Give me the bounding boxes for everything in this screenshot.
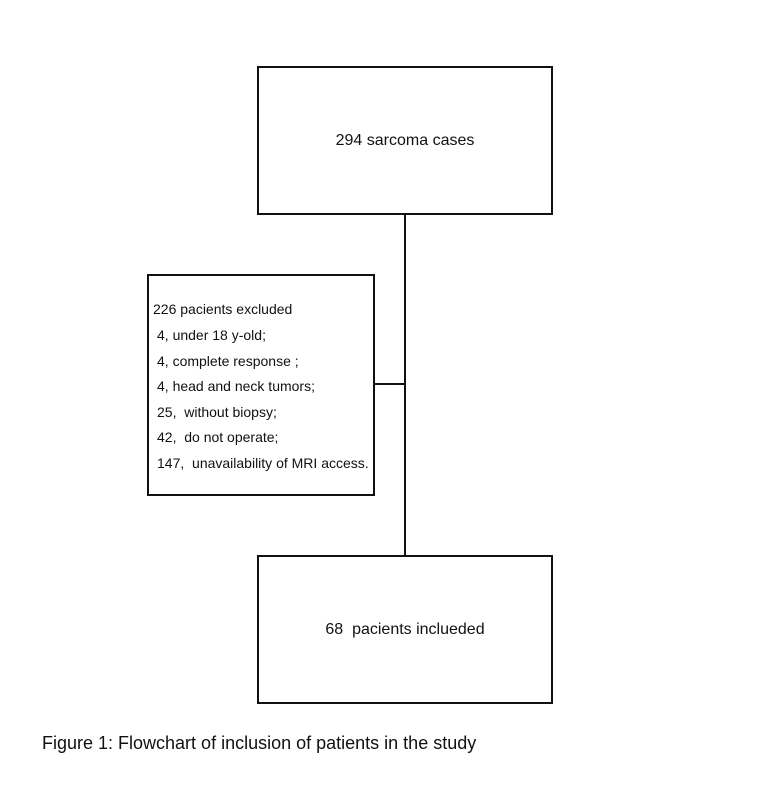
vertical-connector: [404, 215, 406, 555]
exclusion-item-no-mri: 147, unavailability of MRI access.: [157, 454, 369, 471]
exclusion-list: 4, under 18 y-old; 4, complete response …: [157, 327, 369, 480]
start-box-label: 294 sarcoma cases: [335, 132, 475, 149]
figure-caption: Figure 1: Flowchart of inclusion of pati…: [42, 733, 477, 753]
end-box-label: 68 pacients inclueded: [325, 621, 485, 638]
start-box: 294 sarcoma cases: [257, 66, 553, 215]
exclusion-item-not-operated: 42, do not operate;: [157, 429, 279, 445]
exclusion-item-head-neck: 4, head and neck tumors;: [157, 378, 315, 394]
exclusion-connector: [375, 383, 405, 385]
excluded-box-title: 226 pacients excluded: [153, 301, 293, 317]
exclusion-item-no-biopsy: 25, without biopsy;: [157, 403, 277, 420]
excluded-box: 226 pacients excluded 4, under 18 y-old;…: [147, 274, 375, 496]
exclusion-item-complete-response: 4, complete response ;: [157, 352, 299, 369]
exclusion-item-under-18: 4, under 18 y-old;: [157, 327, 266, 343]
end-box: 68 pacients inclueded: [257, 555, 553, 704]
